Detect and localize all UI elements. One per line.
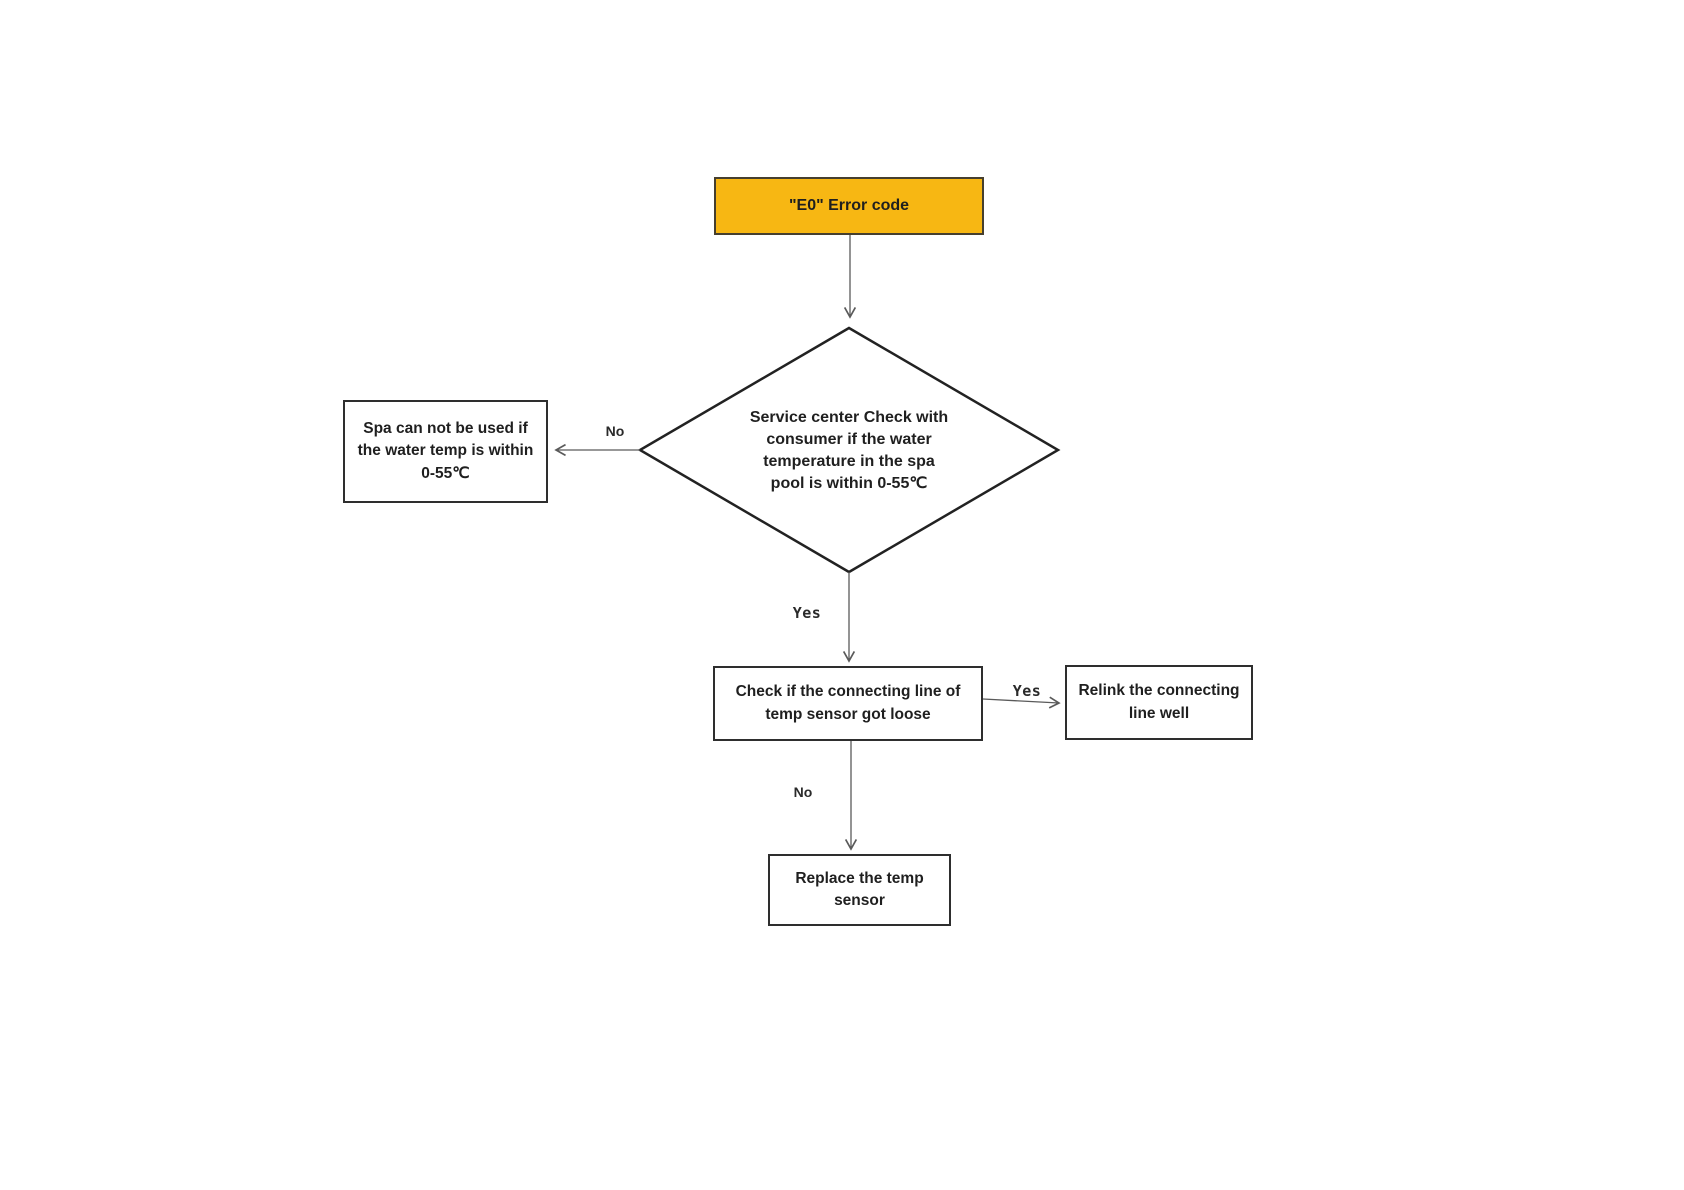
connector-check-yes-right bbox=[982, 696, 1061, 709]
node-decision-text: Service center Check with consumer if th… bbox=[749, 408, 949, 493]
edge-label-yes-right: Yes bbox=[1012, 682, 1042, 700]
edge-label-no-down: No bbox=[793, 784, 813, 800]
node-relink-line: Relink the connecting line well bbox=[1065, 665, 1253, 740]
edge-label-yes-down: Yes bbox=[792, 604, 822, 622]
node-check-connecting-line: Check if the connecting line of temp sen… bbox=[713, 666, 983, 741]
node-error-code: "E0" Error code bbox=[714, 177, 984, 235]
node-replace-sensor: Replace the temp sensor bbox=[768, 854, 951, 926]
node-spa-unusable: Spa can not be used if the water temp is… bbox=[343, 400, 548, 503]
edge-label-no-left: No bbox=[605, 423, 625, 439]
